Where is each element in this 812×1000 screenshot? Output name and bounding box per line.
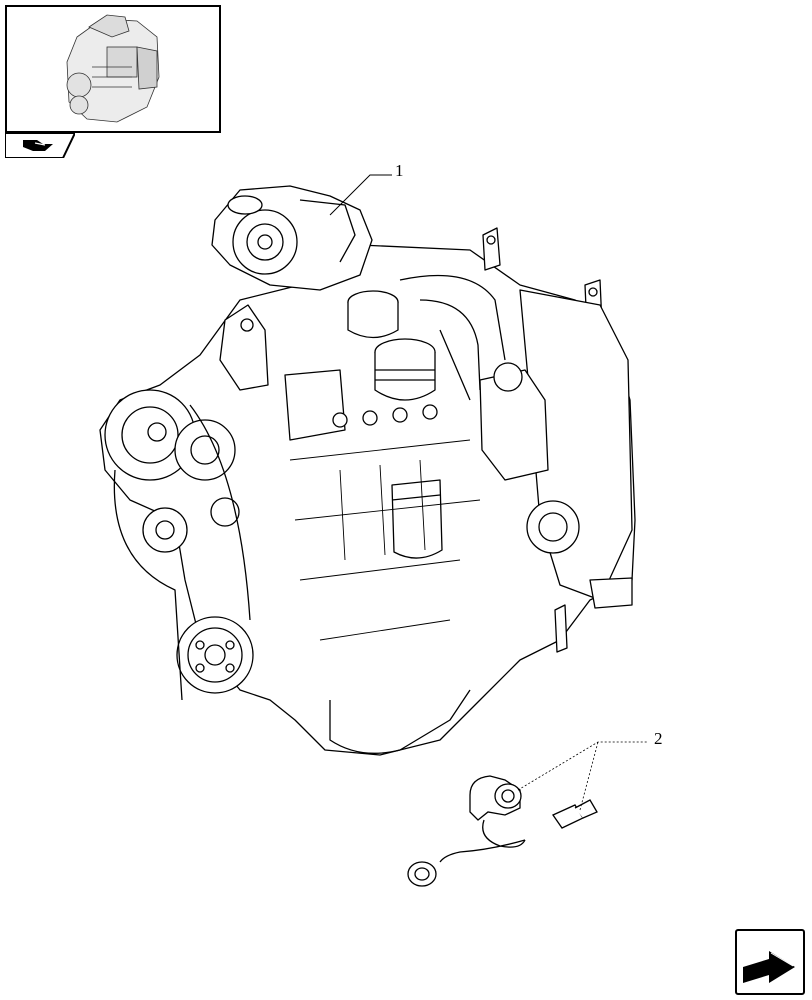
callout-label-1: 1 — [395, 161, 404, 180]
engine-thumbnail-icon — [66, 14, 160, 123]
callout-2-leader — [517, 741, 648, 811]
sensor-kit — [407, 775, 598, 887]
engine-assembly — [99, 185, 636, 756]
book-icon — [5, 133, 75, 158]
callout-1-leader — [329, 174, 392, 216]
next-page-arrow-icon — [743, 951, 795, 983]
callout-label-2: 2 — [654, 729, 663, 748]
engine-thumbnail[interactable] — [5, 5, 221, 133]
thumbnail-tab[interactable] — [5, 133, 75, 158]
next-page-button[interactable] — [735, 929, 805, 995]
